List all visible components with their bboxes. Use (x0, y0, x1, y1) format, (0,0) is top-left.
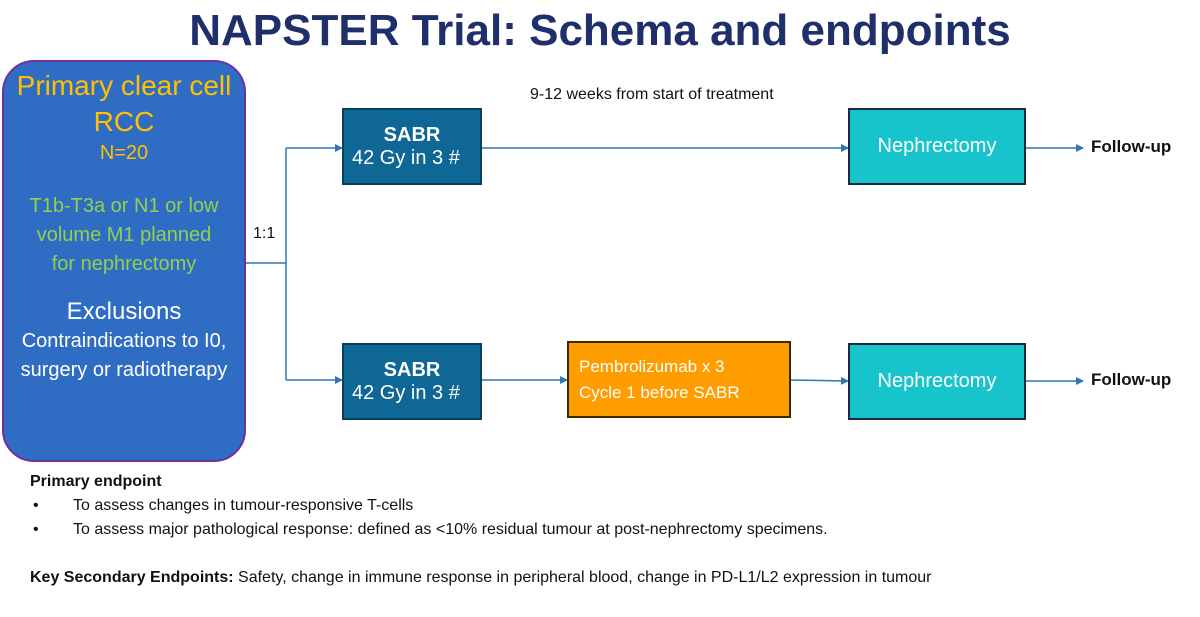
population-panel: Primary clear cell RCC N=20 T1b-T3a or N… (2, 60, 246, 462)
followup-arm2: Follow-up (1091, 370, 1172, 389)
sabr-box-arm1: SABR 42 Gy in 3 # (342, 108, 482, 185)
nephrectomy-box-arm1: Nephrectomy (848, 108, 1026, 185)
sabr-box-arm2: SABR 42 Gy in 3 # (342, 343, 482, 420)
page-title: NAPSTER Trial: Schema and endpoints (189, 6, 1011, 55)
secondary-endpoints: Key Secondary Endpoints: Safety, change … (30, 566, 1170, 590)
eligibility-text: T1b-T3a or N1 or low volume M1 planned f… (29, 195, 219, 275)
sabr-title: SABR (383, 123, 441, 146)
exclusions-text: Contraindications to I0, surgery or radi… (20, 330, 228, 381)
list-item: • To assess major pathological response:… (30, 518, 1170, 542)
nephrectomy-box-arm2: Nephrectomy (848, 343, 1026, 420)
pembrolizumab-box: Pembrolizumab x 3 Cycle 1 before SABR (567, 341, 791, 418)
sabr-dose: 42 Gy in 3 # (352, 381, 460, 404)
followup-arm1: Follow-up (1091, 137, 1172, 156)
pembrolizumab-line2: Cycle 1 before SABR (579, 382, 740, 402)
randomisation-ratio: 1:1 (253, 225, 276, 242)
secondary-endpoints-text: Safety, change in immune response in per… (233, 569, 932, 586)
pembrolizumab-line1: Pembrolizumab x 3 (579, 356, 725, 376)
arrow-pembrolizumab-to-nephrectomy (789, 376, 849, 385)
primary-endpoint-item: To assess major pathological response: d… (73, 521, 828, 538)
sabr-dose: 42 Gy in 3 # (352, 146, 460, 169)
primary-endpoint-item: To assess changes in tumour-responsive T… (73, 497, 414, 514)
list-item: • To assess changes in tumour-responsive… (30, 494, 1170, 518)
sabr-title: SABR (383, 358, 441, 381)
bullet-icon: • (33, 497, 39, 514)
secondary-endpoints-heading: Key Secondary Endpoints: (30, 569, 234, 586)
nephrectomy-label: Nephrectomy (877, 135, 997, 157)
endpoints-section: Primary endpoint • To assess changes in … (30, 470, 1170, 590)
population-n: N=20 (99, 142, 149, 164)
population-title: Primary clear cell RCC (16, 70, 232, 137)
bullet-icon: • (33, 521, 39, 538)
nephrectomy-label: Nephrectomy (877, 370, 997, 392)
timing-note: 9-12 weeks from start of treatment (530, 86, 774, 103)
primary-endpoint-heading: Primary endpoint (30, 473, 162, 490)
exclusions-title: Exclusions (66, 298, 182, 325)
